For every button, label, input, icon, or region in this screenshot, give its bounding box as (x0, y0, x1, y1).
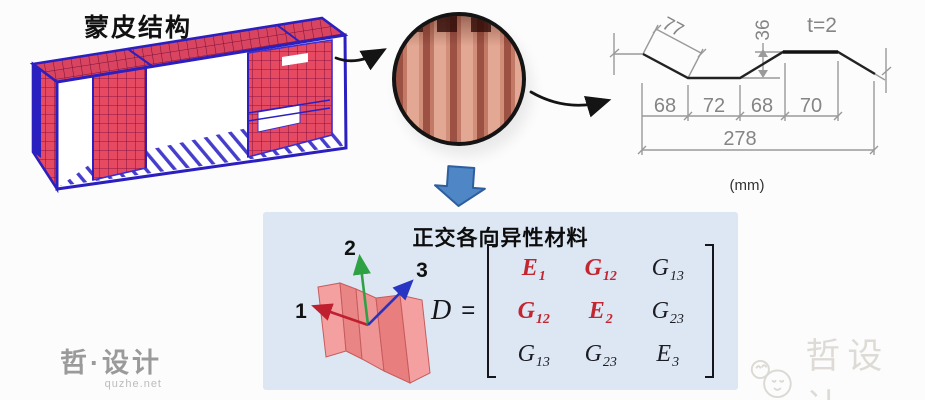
axis-1-label: 1 (295, 300, 307, 323)
right-bracket (705, 244, 715, 378)
dim-label: 72 (703, 95, 725, 117)
dim-label: 68 (751, 95, 773, 117)
arrow-detail-to-profile (529, 90, 612, 118)
shell-element-illustration: 1 2 3 (295, 237, 431, 384)
brand-watermark: 哲设计 (748, 328, 925, 400)
axis-1-arrow (311, 303, 369, 327)
arrow-model-to-detail (334, 48, 387, 71)
dim-label: 68 (654, 95, 676, 117)
site-logo: 哲·设计 quzhe.net (60, 341, 162, 390)
matrix-name: D (431, 295, 452, 326)
axis-2-arrow (352, 253, 371, 326)
thickness-label: t=2 (807, 14, 837, 37)
dim-label: 36 (753, 19, 774, 40)
profile-polyline (642, 50, 876, 80)
site-logo-url: quzhe.net (104, 378, 162, 390)
skin-structure-model (29, 16, 349, 194)
down-arrow (433, 165, 486, 207)
panel-title: 正交各向异性材料 (412, 227, 589, 250)
corrugation-detail-photo (392, 12, 526, 146)
axis-3-arrow (367, 279, 414, 326)
material-panel: 正交各向异性材料 1 2 (263, 212, 738, 390)
dim-label-total: 278 (723, 128, 756, 150)
left-bracket (487, 244, 497, 378)
axis-3-label: 3 (416, 259, 428, 282)
units-label: (mm) (730, 177, 765, 194)
dim-label: 77 (659, 13, 688, 41)
cross-section-drawing: 77 36 68 72 68 70 278 t=2 (mm) (609, 13, 892, 194)
faces-icon (750, 360, 792, 398)
axis-2-label: 2 (344, 237, 356, 260)
dim-label: 70 (800, 95, 822, 117)
site-logo-text: 哲·设计 (60, 348, 162, 378)
equals-sign: = (461, 297, 476, 324)
model-label: 蒙皮结构 (84, 14, 193, 42)
brand-watermark-text: 哲设计 (805, 337, 890, 400)
